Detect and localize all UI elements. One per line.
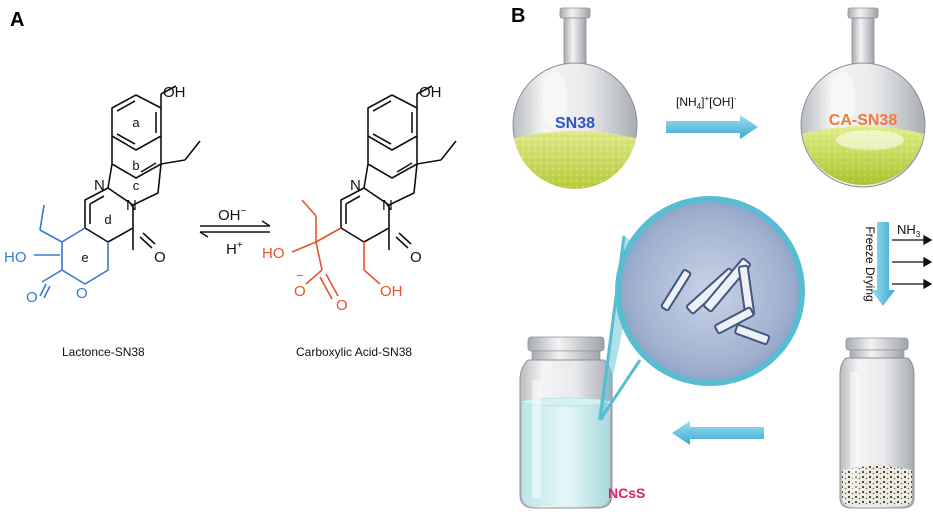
arrow-step3 bbox=[672, 421, 764, 445]
lactone-ketone-o: O bbox=[154, 249, 166, 266]
lactone-caption: Lactonce-SN38 bbox=[62, 345, 145, 359]
vial-ncss-label: NCsS bbox=[608, 485, 645, 501]
lactone-sn38-structure bbox=[84, 85, 201, 250]
carboxylic-side-groups bbox=[291, 199, 381, 300]
lactone-carbonyl-o: O bbox=[26, 289, 38, 306]
equilibrium-reverse-reagent: H+ bbox=[226, 240, 243, 258]
equilibrium-forward-reagent: OH− bbox=[218, 206, 247, 224]
carboxylic-caption: Carboxylic Acid-SN38 bbox=[296, 345, 412, 359]
vial-ncss bbox=[519, 336, 613, 509]
lactone-oh-label: OH bbox=[163, 84, 186, 101]
tem-nanorods bbox=[660, 257, 771, 346]
carboxylic-ho-label: HO bbox=[262, 245, 285, 262]
reagent-step1-label: [NH4]+[OH]- bbox=[676, 94, 737, 111]
carboxylic-oh-label: OH bbox=[419, 84, 442, 101]
lactone-e-ring bbox=[34, 204, 109, 299]
lactone-n-left: N bbox=[94, 177, 105, 194]
carboxylate-o1: O bbox=[294, 283, 306, 300]
flask-sn38 bbox=[512, 7, 638, 189]
lactone-n-ring: N bbox=[126, 197, 137, 214]
ring-label-e: e bbox=[81, 250, 88, 265]
ring-label-a: a bbox=[132, 115, 140, 130]
equilibrium-arrows bbox=[199, 220, 271, 238]
nh3-release-arrows bbox=[892, 234, 933, 290]
carboxylic-ketone-o: O bbox=[410, 249, 422, 266]
flask-ca-sn38-label: CA-SN38 bbox=[829, 112, 898, 129]
panel-letter-b: B bbox=[511, 5, 525, 27]
carboxylic-n-left: N bbox=[350, 177, 361, 194]
flask-ca-sn38 bbox=[800, 7, 926, 188]
panel-letter-a: A bbox=[10, 9, 24, 31]
flask-sn38-label: SN38 bbox=[555, 115, 595, 132]
step2-freeze-drying-label: Freeze Drying bbox=[863, 226, 877, 301]
arrow-step2 bbox=[871, 222, 895, 306]
ring-label-b: b bbox=[132, 158, 139, 173]
lactone-ho-label: HO bbox=[4, 249, 27, 266]
carboxylic-oh-side: OH bbox=[380, 283, 403, 300]
tem-zoom-callout bbox=[598, 196, 805, 421]
carboxylate-minus: − bbox=[296, 268, 304, 283]
lactone-ring-o: O bbox=[76, 285, 88, 302]
vial-powder bbox=[839, 337, 915, 509]
carboxylate-o2: O bbox=[336, 297, 348, 314]
carboxylic-n-ring: N bbox=[382, 197, 393, 214]
ring-label-d: d bbox=[104, 212, 111, 227]
carboxylic-sn38-structure bbox=[340, 85, 457, 250]
arrow-step1 bbox=[666, 115, 758, 139]
step2-gas-label: NH3 bbox=[897, 222, 921, 239]
ring-label-c: c bbox=[133, 178, 140, 193]
